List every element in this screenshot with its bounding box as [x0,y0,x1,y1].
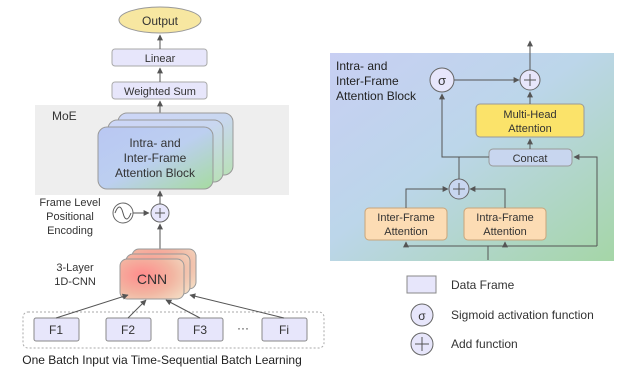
output-label: Output [142,14,179,28]
multihead-line1: Multi-Head [503,109,556,121]
frame-fi-label: Fi [279,323,289,337]
output-node [118,6,202,34]
inter-line2: Attention [384,226,427,238]
intra-line1: Intra-Frame [476,212,533,224]
attention-block-line1: Intra- and [129,136,180,150]
cnn-desc-line2: 1D-CNN [54,276,96,288]
attention-block-line2: Inter-Frame [124,151,187,165]
caption: One Batch Input via Time-Sequential Batc… [22,353,302,367]
intra-line2: Attention [483,226,526,238]
detail-title-line2: Inter-Frame [336,74,399,88]
frame-f1-label: F1 [49,323,63,337]
attention-block-line3: Attention Block [115,166,196,180]
linear-label: Linear [145,53,176,65]
pos-enc-line1: Frame Level [39,197,100,209]
legend-add: Add function [451,337,518,351]
legend-data-frame-swatch [406,275,437,294]
legend-data-frame: Data Frame [451,278,515,292]
frame-f2-label: F2 [121,323,135,337]
attention-block-front [97,126,214,190]
concat-label: Concat [513,153,548,165]
cnn-block-front [119,258,185,300]
input-batch-container [22,311,325,349]
detail-title-line3: Attention Block [336,89,417,103]
detail-title-line1: Intra- and [336,59,387,73]
frame-f3-label: F3 [193,323,207,337]
pos-enc-line3: Encoding [47,225,93,237]
inter-line1: Inter-Frame [377,212,434,224]
legend-sigmoid: Sigmoid activation function [451,308,594,322]
frame-ellipsis: ··· [237,321,249,335]
pos-enc-line2: Positional [46,211,94,223]
moe-label: MoE [52,109,77,123]
multihead-line2: Attention [508,123,551,135]
sigmoid-symbol: σ [438,73,446,88]
weighted-sum-label: Weighted Sum [124,86,196,98]
cnn-desc-line1: 3-Layer [56,262,94,274]
cnn-label: CNN [137,271,167,287]
legend-sigmoid-symbol: σ [418,309,426,323]
legend-sigmoid-icon [410,303,434,327]
frame-fi [261,317,308,342]
frame-f3 [177,317,224,342]
